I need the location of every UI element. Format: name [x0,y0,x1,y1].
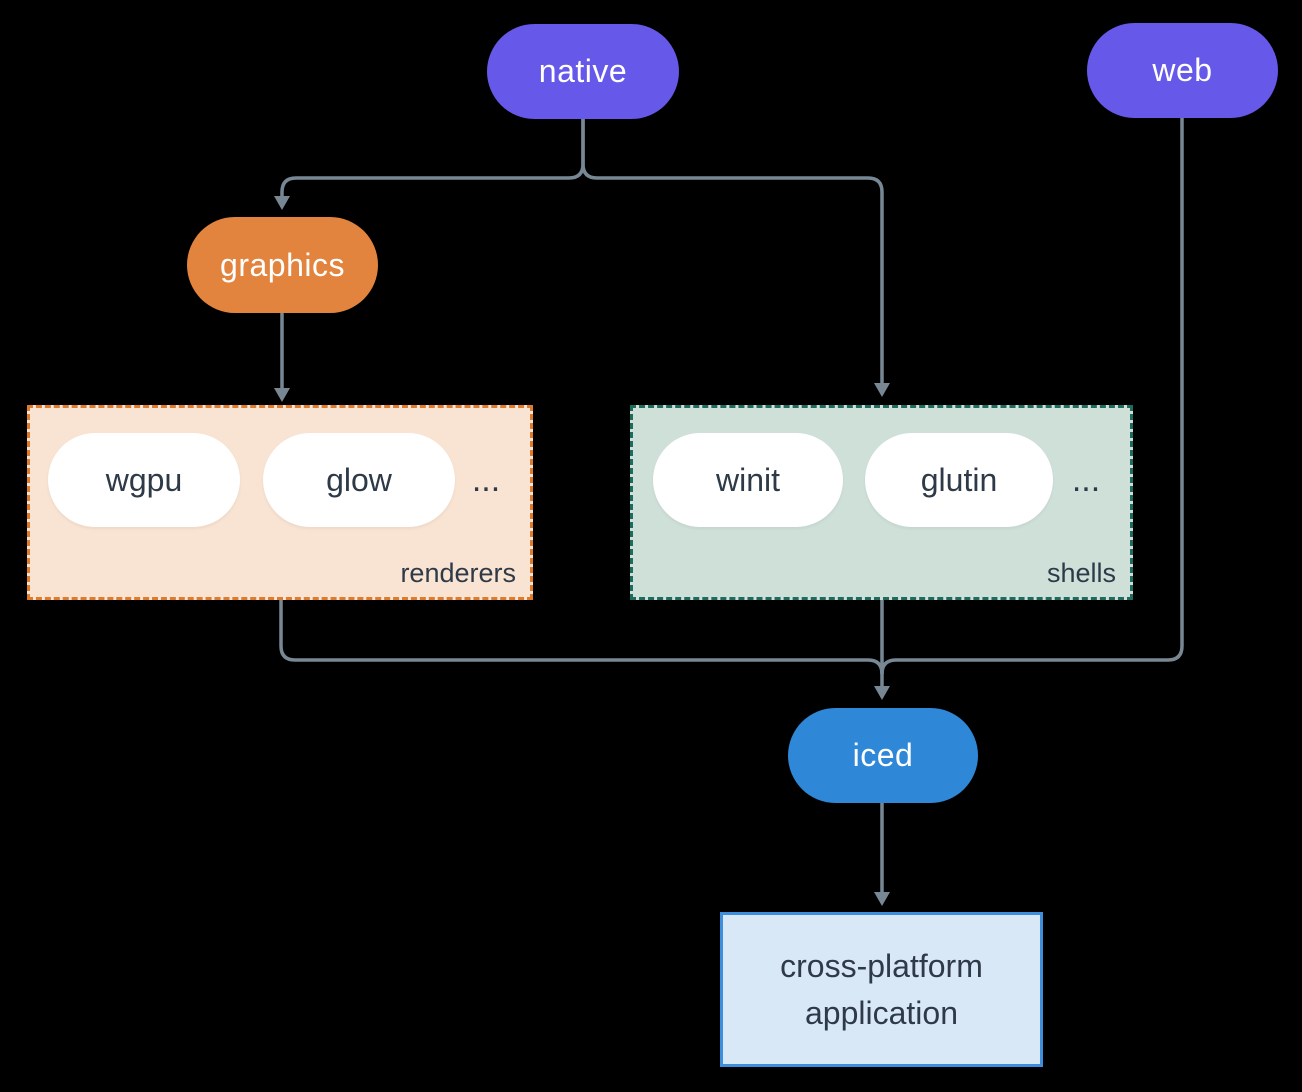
node-web-label: web [1152,52,1213,88]
group-renderers: wgpu glow ... renderers [27,405,533,600]
shells-group-label: shells [1046,558,1116,588]
node-native-label: native [538,53,628,89]
node-wgpu: wgpu [48,433,240,527]
application-label-line-2: application [805,994,958,1031]
arrowhead-iced-application [874,892,890,906]
node-glutin: glutin [865,433,1053,527]
node-iced: iced [788,708,978,803]
node-glutin-label: glutin [920,461,998,498]
node-glow-label: glow [326,461,392,498]
edge-native-shells [581,119,884,384]
node-glow: glow [263,433,455,527]
node-wgpu-label: wgpu [105,461,183,498]
application-label-line-1: cross-platform [780,947,983,984]
arrowhead-native-graphics [274,196,290,210]
shells-ellipsis: ... [1071,460,1101,499]
node-native: native [487,24,679,119]
renderers-group-label: renderers [400,558,516,588]
node-graphics-label: graphics [220,246,345,283]
node-web: web [1087,23,1278,118]
node-winit-label: winit [715,461,780,498]
node-iced-label: iced [852,737,914,773]
renderers-ellipsis: ... [471,460,501,499]
node-graphics: graphics [187,217,378,313]
node-cross-platform-application: cross-platform application [720,912,1043,1067]
edge-renderers-merge [279,600,884,675]
node-winit: winit [653,433,843,527]
group-shells: winit glutin ... shells [630,405,1133,600]
arrowhead-merge-iced [874,686,890,700]
edge-native-graphics [280,119,585,196]
arrowhead-native-shells [874,383,890,397]
arrowhead-graphics-renderers [274,388,290,402]
